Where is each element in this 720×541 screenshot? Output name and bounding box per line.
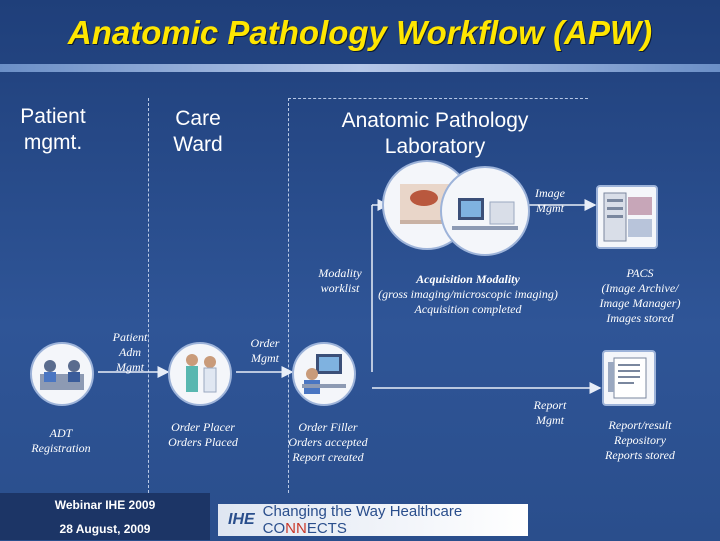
patient-adm-mgmt-label: Patient Adm Mgmt <box>112 330 148 374</box>
adt-actor-icon <box>30 342 94 406</box>
order-placer-icon <box>168 342 232 406</box>
pacs-server-icon <box>596 185 658 249</box>
order-filler-label: Order Filler Orders accepted Report crea… <box>288 420 368 464</box>
modality-worklist-label: Modality worklist <box>318 266 362 295</box>
zone-label-lab: Anatomic Pathology Laboratory <box>341 109 529 158</box>
ihe-tagline-part-a: Changing the Way Healthcare CO <box>262 503 463 537</box>
lab-zone-top <box>288 98 588 99</box>
zone-label-care: Care Ward <box>173 107 223 156</box>
ihe-banner: IHE Changing the Way Healthcare CONNECTS <box>218 503 528 537</box>
image-mgmt-label: Image Mgmt <box>535 186 565 215</box>
webinar-date: 28 August, 2009 <box>59 522 151 536</box>
order-placer-label: Order Placer Orders Placed <box>168 420 238 449</box>
ihe-tagline: Changing the Way Healthcare CONNECTS <box>263 503 528 537</box>
report-repository-label: Report/result Repository Reports stored <box>605 418 675 462</box>
slide-title: Anatomic Pathology Workflow (APW) <box>67 14 653 51</box>
acquisition-modality-name: Acquisition Modality <box>416 272 520 286</box>
acquisition-modality-icon <box>440 166 530 256</box>
report-mgmt-label: Report Mgmt <box>533 398 567 427</box>
webinar-title: Webinar IHE 2009 <box>54 498 156 512</box>
acquisition-modality-detail: (gross imaging/microscopic imaging) Acqu… <box>378 287 558 316</box>
ihe-tagline-part-c: ECTS <box>306 520 347 537</box>
title-divider <box>0 64 720 72</box>
pacs-label: PACS (Image Archive/ Image Manager) Imag… <box>599 266 681 325</box>
webinar-footer: Webinar IHE 2009 28 August, 2009 <box>0 493 210 540</box>
ihe-logo: IHE <box>228 511 255 528</box>
zone-divider-care <box>288 98 289 493</box>
order-mgmt-label: Order Mgmt <box>250 336 280 365</box>
adt-actor-label: ADT Registration <box>31 426 91 455</box>
zone-divider-patient <box>148 98 149 493</box>
zone-label-patient: Patient mgmt. <box>20 105 86 154</box>
ihe-tagline-part-b: NN <box>285 520 307 537</box>
report-repository-icon <box>602 350 656 406</box>
order-filler-icon <box>292 342 356 406</box>
